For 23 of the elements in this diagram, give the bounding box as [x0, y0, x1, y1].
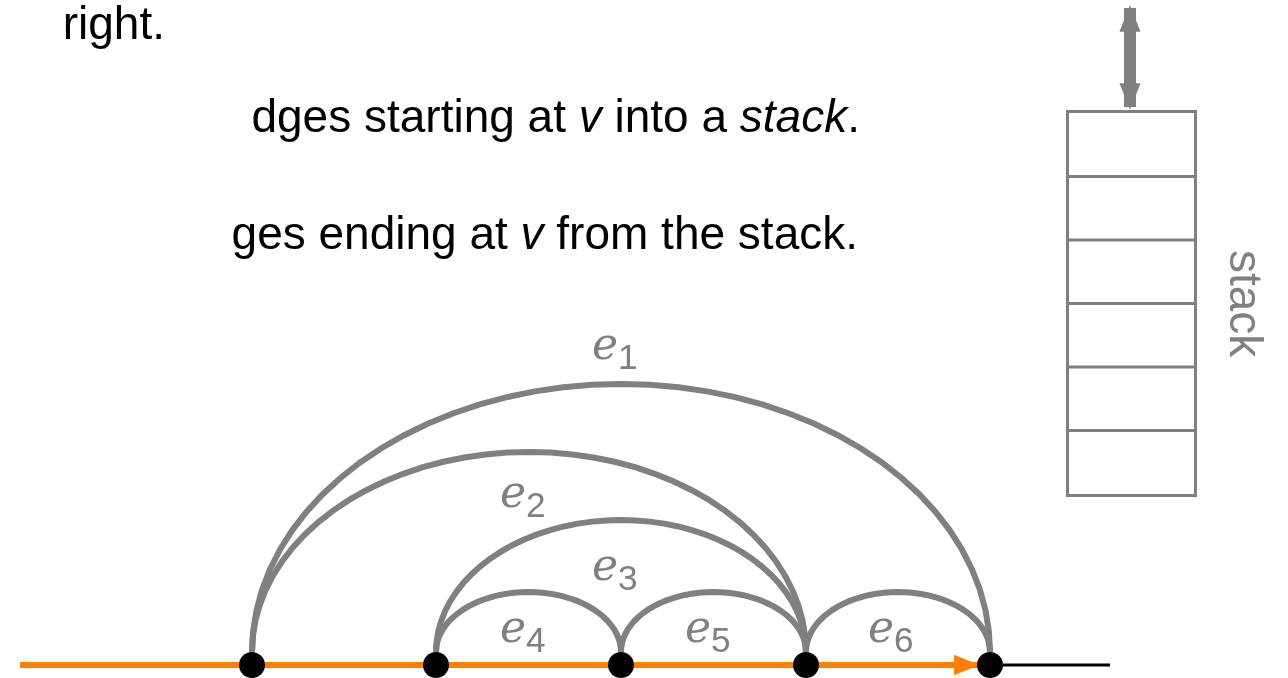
vertex-dot [423, 652, 449, 678]
arc-edge [433, 589, 624, 653]
vertex-dot [977, 652, 1003, 678]
vertex-dot [239, 652, 265, 678]
line [1003, 663, 1110, 667]
stack-box [1066, 110, 1197, 497]
edge-label: e$_{5}$ [685, 605, 731, 657]
vertex-dot [793, 652, 819, 678]
stack-label: stack [1223, 250, 1269, 358]
edge-label: e$_{2}$ [500, 470, 546, 522]
edge-label: e$_{6}$ [868, 605, 914, 657]
edge-label: e$_{3}$ [592, 543, 638, 595]
edge-label: e$_{4}$ [500, 605, 546, 657]
vertex-dot [608, 652, 634, 678]
arc-edge [618, 589, 809, 653]
double-arrow [1119, 5, 1141, 110]
path-line [20, 662, 239, 668]
arc-edge [634, 662, 793, 668]
arc-edge [249, 449, 809, 653]
arc-edge [449, 662, 608, 668]
arc-edge [265, 662, 423, 668]
edge-label: e$_{1}$ [592, 322, 638, 374]
arc-edge [803, 589, 993, 653]
